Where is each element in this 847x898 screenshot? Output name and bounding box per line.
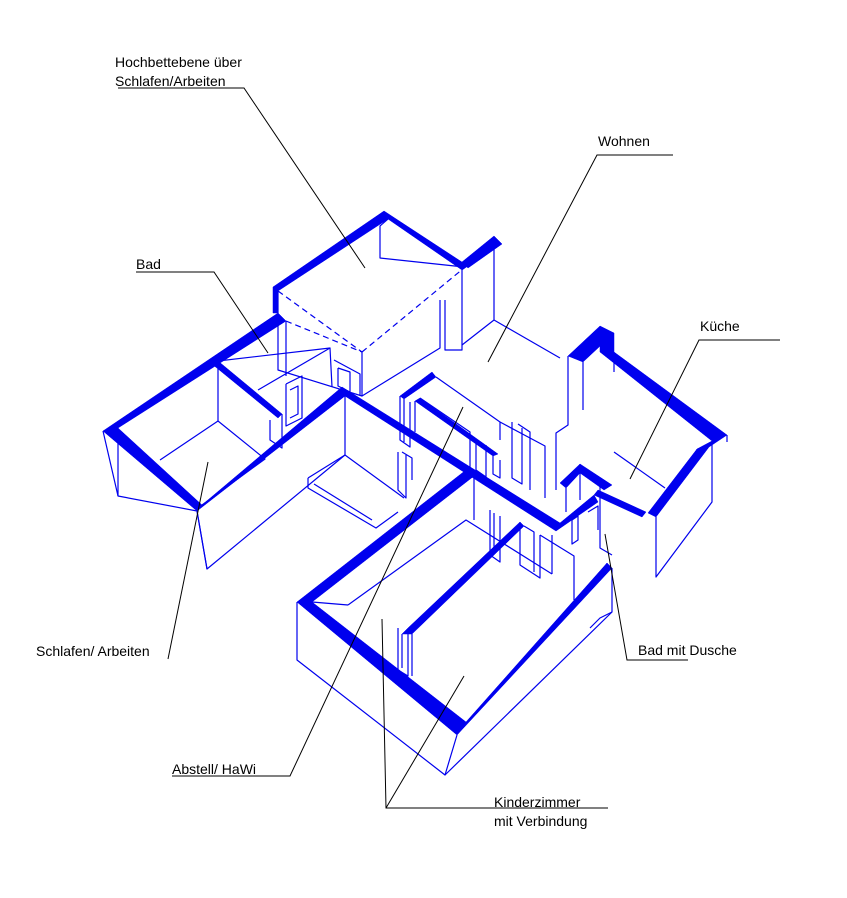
leader-abstell bbox=[172, 406, 464, 777]
label-schlafen: Schlafen/ Arbeiten bbox=[36, 643, 150, 659]
wall-tops bbox=[102, 210, 728, 736]
label-kueche: Küche bbox=[700, 318, 740, 334]
leader-bad bbox=[136, 271, 269, 354]
label-kinder-line2: mit Verbindung bbox=[494, 813, 587, 829]
label-wohnen: Wohnen bbox=[598, 133, 650, 149]
wall-top-block-w bbox=[272, 286, 279, 314]
wall-bath-n bbox=[555, 494, 599, 532]
label-hochbett-line2: Schlafen/Arbeiten bbox=[115, 73, 226, 89]
leader-kueche bbox=[629, 339, 780, 480]
wall-abstell-mid bbox=[414, 397, 499, 457]
wall-small-block bbox=[559, 463, 613, 491]
leader-bad-dusche bbox=[604, 533, 688, 661]
wall-partition-bad bbox=[211, 360, 283, 419]
label-bad: Bad bbox=[136, 256, 161, 272]
wall-kitchen-w bbox=[599, 332, 615, 353]
leader-schlafen bbox=[167, 461, 209, 660]
labels: Hochbettebene über Schlafen/Arbeiten Woh… bbox=[36, 54, 740, 829]
label-kinder-line1: Kinderzimmer bbox=[494, 794, 581, 810]
leader-hochbett bbox=[118, 87, 366, 269]
wall-spine bbox=[341, 386, 561, 532]
leader-lines bbox=[118, 87, 780, 809]
wall-bath-e bbox=[593, 489, 647, 518]
wall-kitchen-ne bbox=[599, 351, 728, 442]
leader-wohnen bbox=[487, 154, 673, 363]
wall-kids-partition bbox=[401, 521, 525, 635]
wall-left-wing-nw bbox=[102, 312, 287, 432]
wall-outlines bbox=[102, 218, 728, 776]
label-hochbett-line1: Hochbettebene über bbox=[115, 54, 242, 70]
leader-kinder-2 bbox=[385, 675, 465, 809]
leader-kinder bbox=[381, 618, 608, 809]
label-abstell: Abstell/ HaWi bbox=[172, 761, 256, 777]
label-bad-dusche: Bad mit Dusche bbox=[638, 642, 737, 658]
wall-top-block-n bbox=[272, 210, 389, 292]
wall-top-block-e bbox=[461, 235, 503, 269]
wall-abstell-n bbox=[399, 371, 437, 400]
wall-kids-se bbox=[456, 562, 613, 736]
wall-top-block-ne bbox=[383, 210, 469, 271]
